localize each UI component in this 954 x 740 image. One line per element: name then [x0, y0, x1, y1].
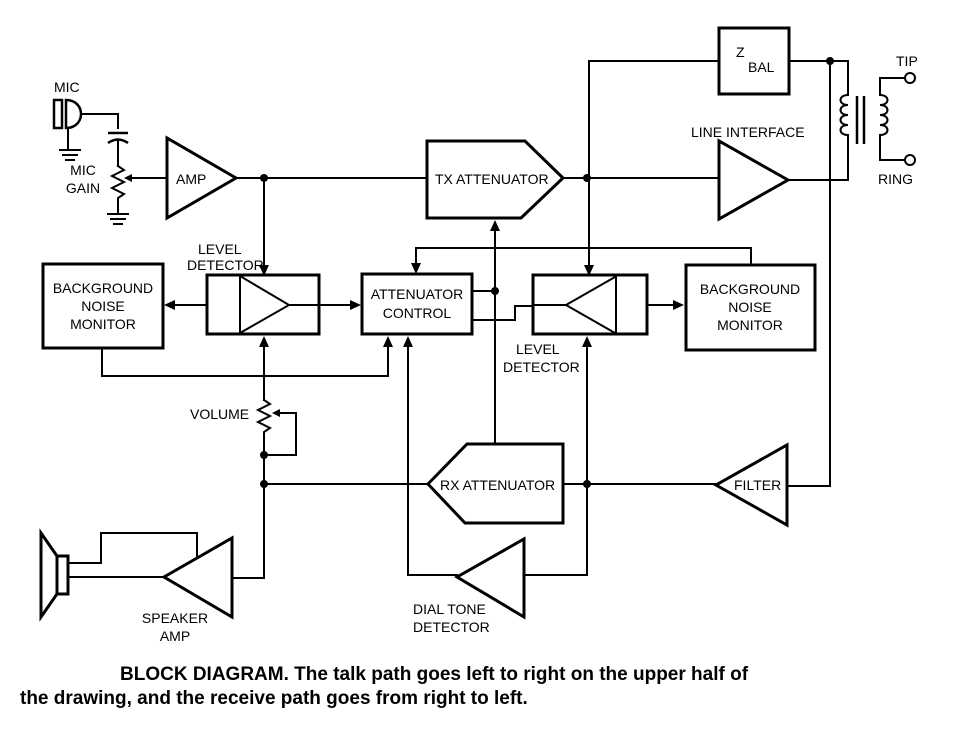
background-noise-monitor-right-block: BACKGROUND NOISE MONITOR — [684, 263, 817, 352]
bg-noise-right-label-1: BACKGROUND — [700, 281, 800, 297]
bg-noise-left-label-2: NOISE — [81, 298, 125, 314]
ground-icon — [107, 213, 129, 225]
figure-caption: BLOCK DIAGRAM. The talk path goes left t… — [0, 663, 954, 711]
mic-gain-label-2: GAIN — [66, 180, 100, 196]
junction-dot — [583, 480, 591, 488]
line-interface-label: LINE INTERFACE — [691, 124, 805, 140]
ring-terminal — [904, 154, 916, 166]
tip-terminal — [904, 72, 916, 84]
dial-tone-label-2: DETECTOR — [413, 619, 490, 635]
volume-potentiometer-icon — [255, 398, 297, 456]
capacitor-icon — [107, 131, 129, 167]
amp-block: AMP — [165, 135, 239, 221]
level-detector-left-label-1: LEVEL — [198, 241, 242, 257]
ring-label: RING — [878, 171, 913, 187]
rx-attenuator-label: RX ATTENUATOR — [440, 477, 555, 493]
bg-noise-right-label-3: MONITOR — [717, 317, 783, 333]
tx-attenuator-label: TX ATTENUATOR — [435, 171, 549, 187]
z-bal-block: Z BAL — [717, 26, 791, 96]
level-detector-right-label-2: DETECTOR — [503, 359, 580, 375]
microphone-icon — [52, 98, 119, 149]
attenuator-control-label-2: CONTROL — [383, 305, 452, 321]
line-interface-block — [717, 138, 792, 222]
z-bal-sub-label: BAL — [748, 59, 775, 75]
mic-gain-potentiometer-icon — [109, 164, 166, 213]
background-noise-monitor-left-block: BACKGROUND NOISE MONITOR — [41, 262, 165, 350]
bg-noise-left-label-1: BACKGROUND — [53, 280, 153, 296]
rx-attenuator-block: RX ATTENUATOR — [425, 442, 565, 525]
speaker-icon — [39, 528, 70, 622]
ground-icon — [59, 149, 81, 161]
volume-label: VOLUME — [190, 406, 249, 422]
filter-block: FILTER — [712, 442, 789, 528]
bg-noise-right-label-2: NOISE — [728, 299, 772, 315]
caption-line-2: the drawing, and the receive path goes f… — [20, 688, 528, 709]
tx-attenuator-block: TX ATTENUATOR — [425, 139, 566, 220]
attenuator-control-block: ATTENUATOR CONTROL — [360, 272, 474, 336]
tip-label: TIP — [896, 53, 918, 69]
mic-label: MIC — [54, 79, 80, 95]
block-diagram: MIC MIC GAIN AMP TX ATTENUATOR Z BAL — [39, 26, 918, 644]
dial-tone-detector-block — [454, 536, 526, 620]
speaker-amp-label-2: AMP — [160, 628, 190, 644]
bg-noise-left-label-3: MONITOR — [70, 316, 136, 332]
transformer-icon — [839, 60, 906, 181]
filter-label: FILTER — [734, 477, 781, 493]
level-detector-left-label-2: DETECTOR — [187, 257, 264, 273]
attenuator-control-label-1: ATTENUATOR — [371, 286, 464, 302]
z-bal-label: Z — [736, 44, 745, 60]
speaker-amp-label-1: SPEAKER — [142, 610, 208, 626]
mic-gain-label-1: MIC — [70, 162, 96, 178]
dial-tone-label-1: DIAL TONE — [413, 601, 486, 617]
caption-line-1: BLOCK DIAGRAM. The talk path goes left t… — [120, 664, 749, 685]
amp-label: AMP — [176, 171, 206, 187]
level-detector-right-label-1: LEVEL — [516, 341, 560, 357]
